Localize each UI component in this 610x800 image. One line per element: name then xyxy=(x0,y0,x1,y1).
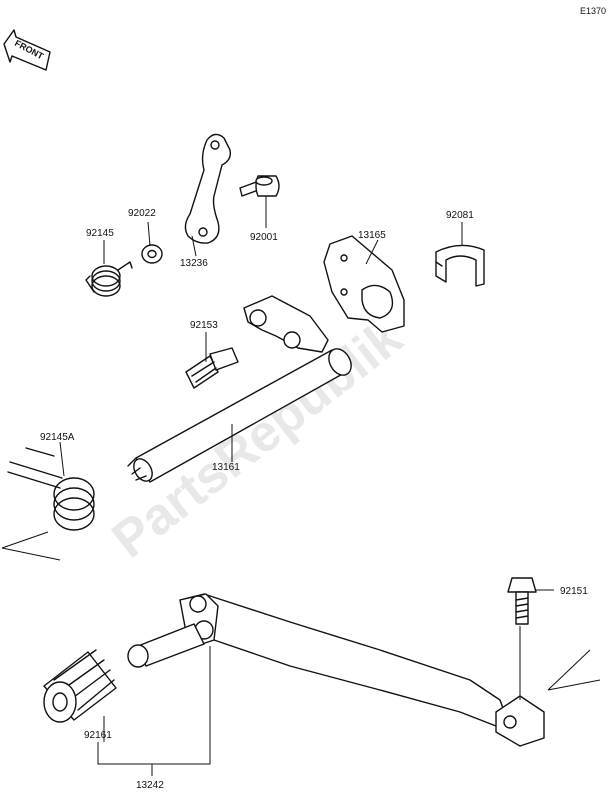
part-label-13161: 13161 xyxy=(212,462,240,473)
spring-92145 xyxy=(85,261,133,297)
part-label-92145: 92145 xyxy=(86,228,114,239)
part-label-92151: 92151 xyxy=(560,586,588,597)
washer-92022 xyxy=(141,244,163,264)
bolt-92001 xyxy=(239,175,280,197)
diagram-code: E1370 xyxy=(580,6,606,16)
shift-pedal-13242 xyxy=(127,593,545,747)
front-arrow-icon: FRONT xyxy=(3,29,51,71)
spring-92145A xyxy=(7,447,95,531)
stud-92153 xyxy=(185,347,239,389)
part-label-13236: 13236 xyxy=(180,258,208,269)
part-label-92022: 92022 xyxy=(128,208,156,219)
rubber-peg-92161 xyxy=(43,649,117,723)
watermark: PartsRepublik xyxy=(102,308,413,569)
part-label-92081: 92081 xyxy=(446,210,474,221)
part-label-13242: 13242 xyxy=(136,780,164,791)
part-label-92153: 92153 xyxy=(190,320,218,331)
leader-lines xyxy=(1,196,601,776)
part-label-13165: 13165 xyxy=(358,230,386,241)
shift-arm-13236 xyxy=(184,133,232,244)
part-label-92145A: 92145A xyxy=(40,432,75,443)
clip-92081 xyxy=(435,244,485,287)
part-label-92161: 92161 xyxy=(84,730,112,741)
bolt-92151 xyxy=(507,577,537,625)
plate-13165 xyxy=(323,235,405,333)
shift-shaft-13161 xyxy=(127,295,352,483)
part-label-92001: 92001 xyxy=(250,232,278,243)
